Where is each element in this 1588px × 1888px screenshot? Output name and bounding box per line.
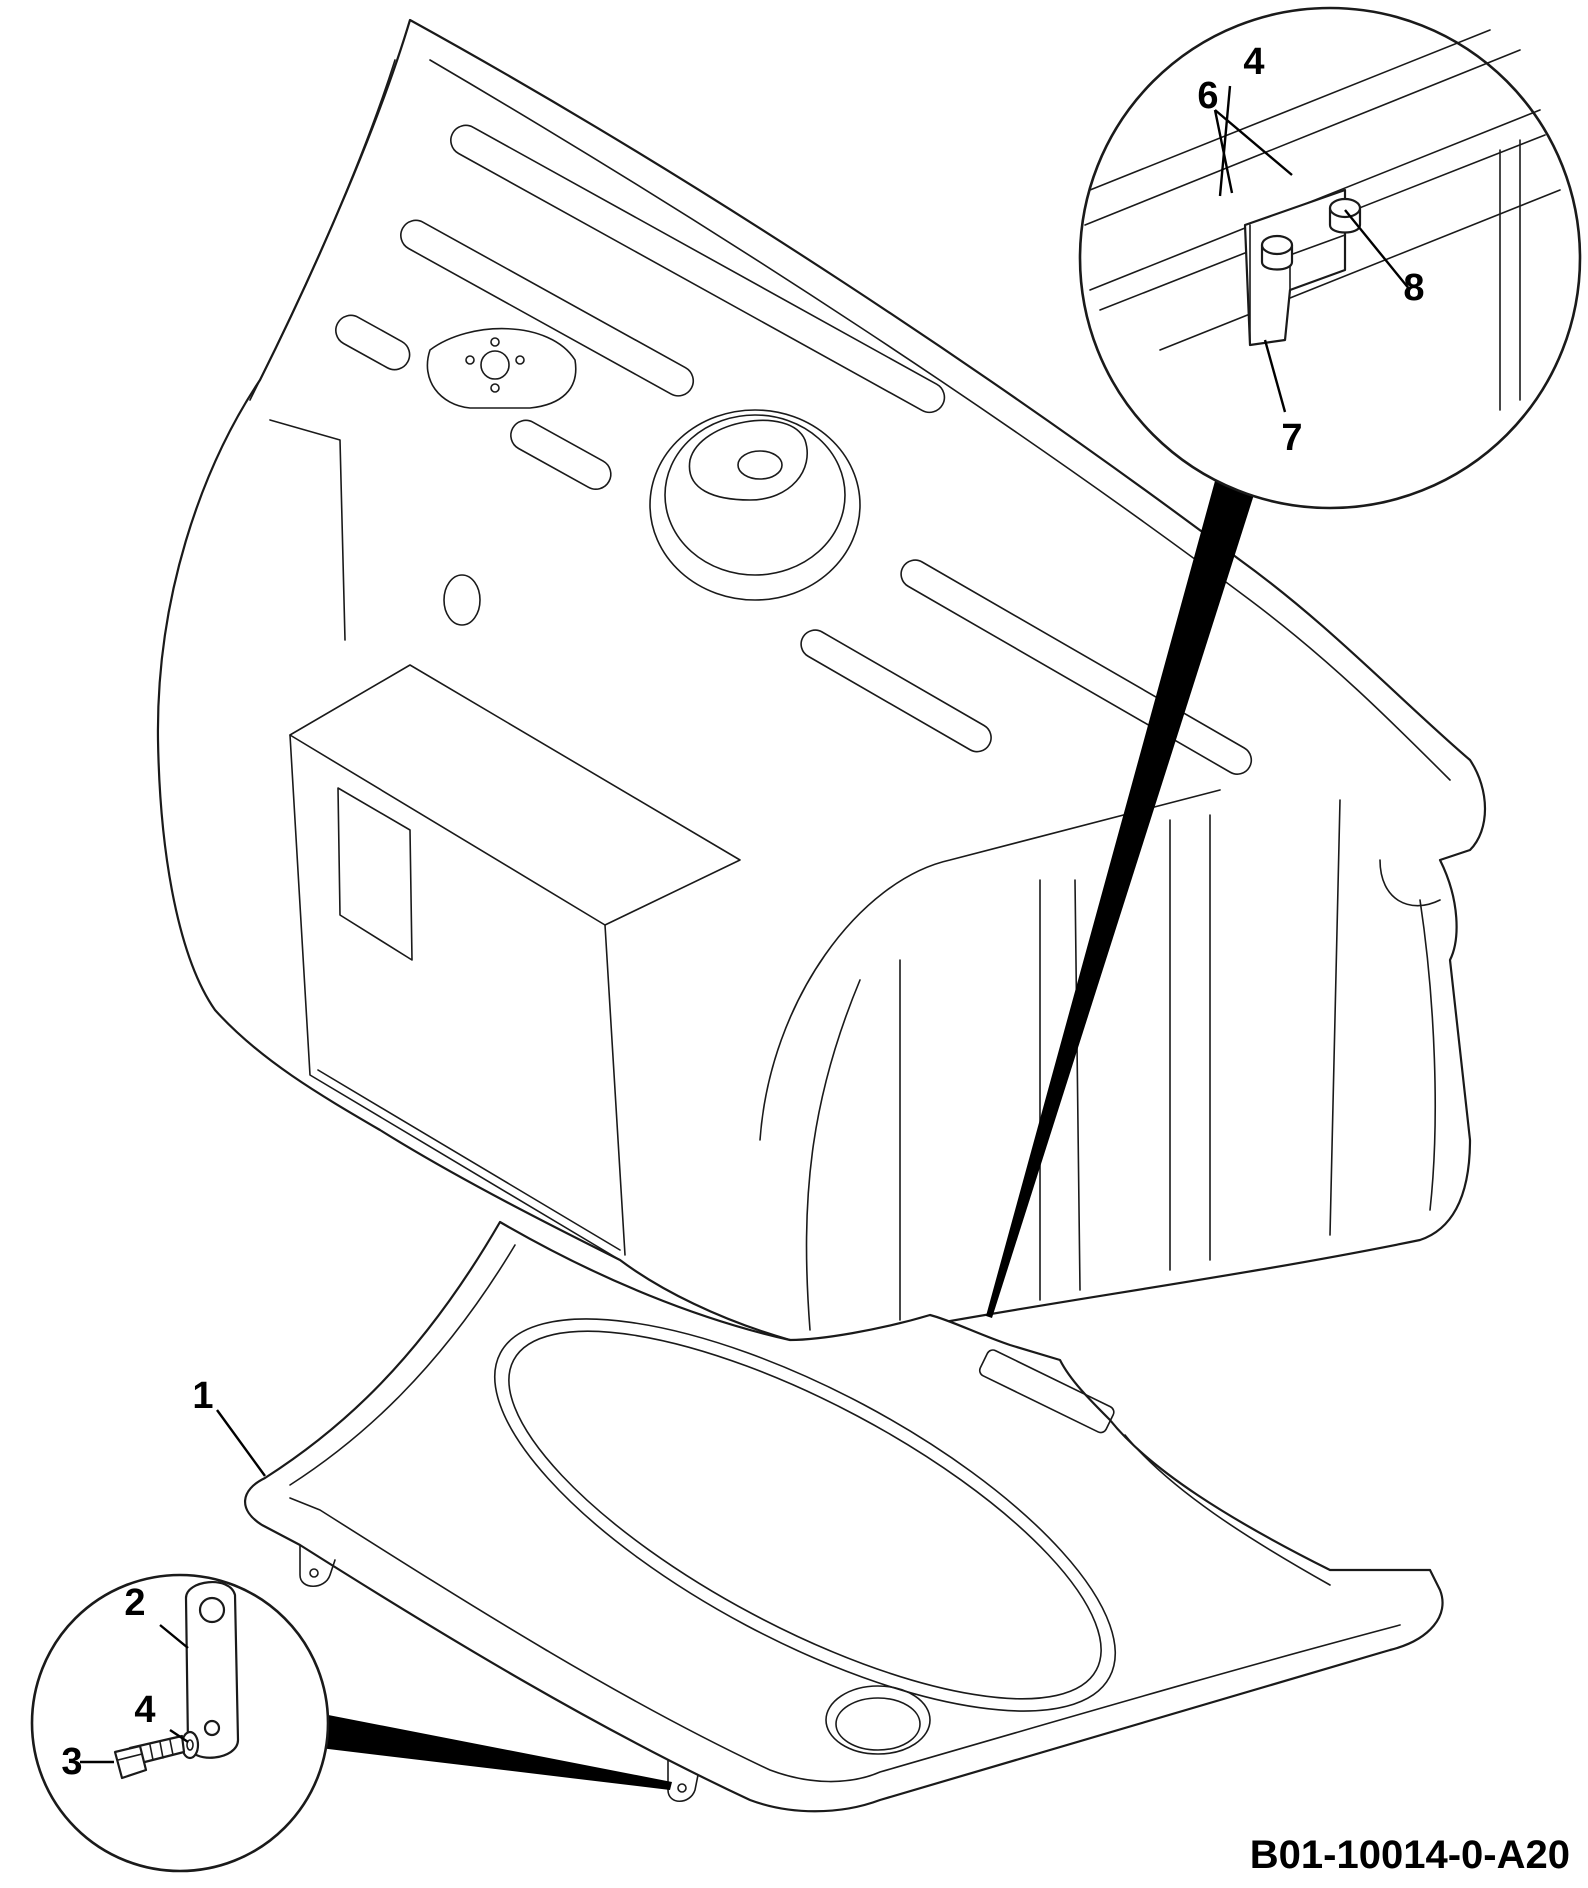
drawing-id: B01-10014-0-A20 — [1250, 1833, 1570, 1877]
callout-7: 7 — [1281, 417, 1302, 459]
callout-2: 2 — [124, 1582, 145, 1624]
leader-lines — [80, 85, 1411, 1764]
cover-plate — [244, 1220, 1444, 1813]
callouts: 4 6 8 7 1 2 4 3 — [61, 41, 1424, 1783]
callout-3: 3 — [61, 1741, 82, 1783]
detail-view-upper — [986, 6, 1582, 1318]
callout-1: 1 — [192, 1375, 213, 1417]
callout-4-lower: 4 — [134, 1689, 155, 1731]
detail-view-lower — [30, 1573, 672, 1873]
callout-4-upper: 4 — [1243, 41, 1264, 83]
callout-8: 8 — [1403, 267, 1424, 309]
housing-body — [156, 18, 1486, 1344]
callout-6: 6 — [1197, 75, 1218, 117]
